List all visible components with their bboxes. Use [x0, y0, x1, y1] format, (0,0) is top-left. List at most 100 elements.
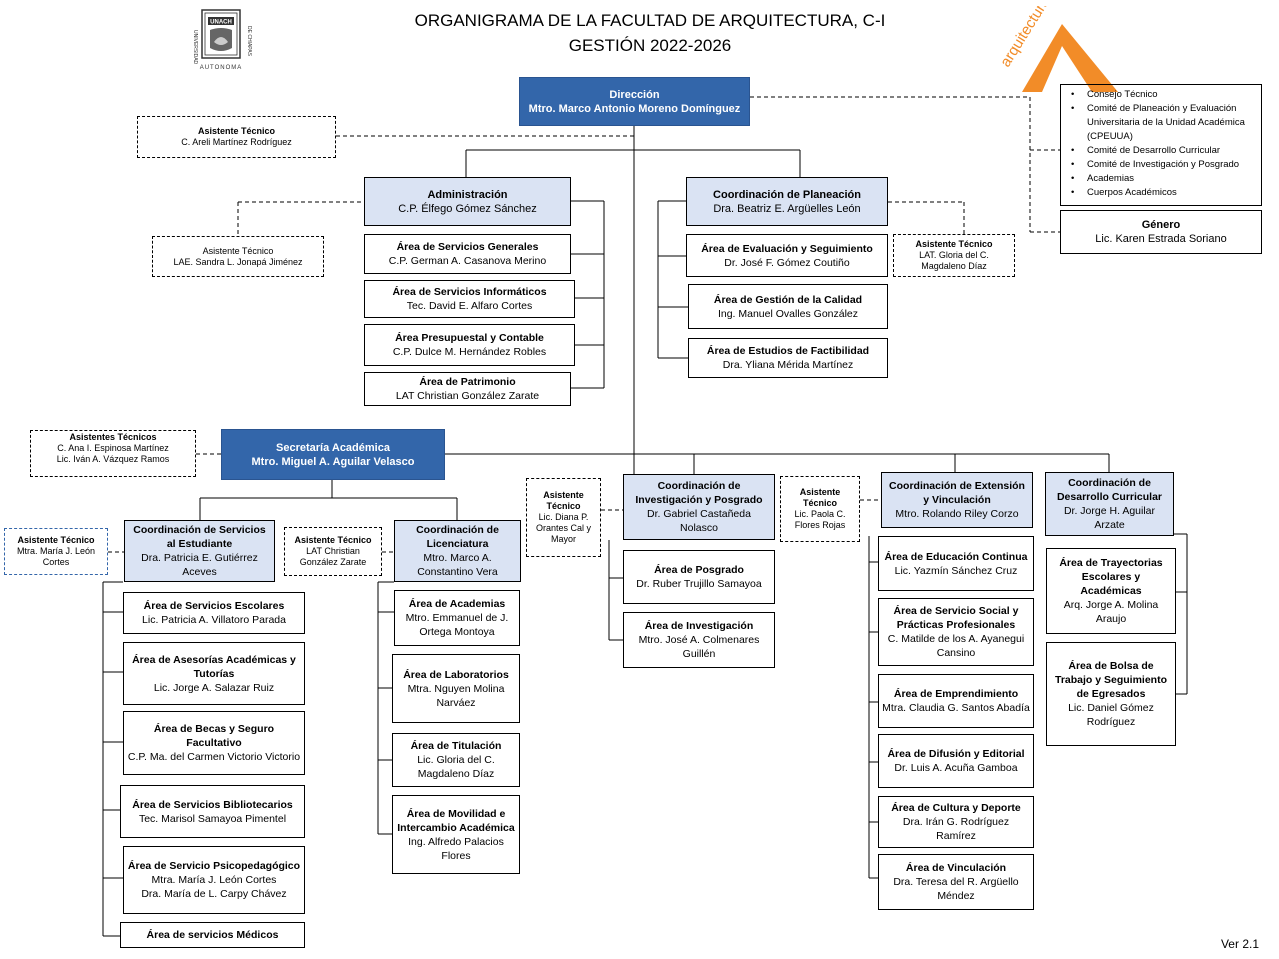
- area-name: Dra. Yliana Mérida Martínez: [722, 359, 854, 371]
- planeacion-box: Coordinación de Planeación Dra. Beatriz …: [686, 177, 888, 226]
- area-title: Área de Estudios de Factibilidad: [706, 345, 870, 357]
- direccion-title: Dirección: [609, 88, 660, 101]
- area-title: Área de Asesorías Académicas y Tutorías: [132, 653, 296, 680]
- area-name: Mtro. Emmanuel de J. Ortega Montoya: [405, 612, 509, 638]
- area-title: Área de Trayectorias Escolares y Académi…: [1059, 557, 1163, 597]
- area-title: Área de Patrimonio: [419, 376, 516, 388]
- ext-area-servicio-social: Área de Servicio Social y Prácticas Prof…: [878, 598, 1034, 666]
- consejo-item: Comité de Planeación y Evaluación Univer…: [1071, 102, 1257, 144]
- asistente-direccion-box: Asistente Técnico C. Areli Martínez Rodr…: [137, 116, 336, 158]
- admin-area-servicios-informaticos: Área de Servicios Informáticos Tec. Davi…: [364, 280, 575, 318]
- area-name: Ing. Alfredo Palacios Flores: [408, 835, 504, 862]
- investigacion-box: Coordinación de Investigación y Posgrado…: [623, 474, 775, 540]
- asistente-direccion-name: C. Areli Martínez Rodríguez: [181, 137, 292, 147]
- asistente-plan-box: Asistente Técnico LAT. Gloria del C. Mag…: [893, 234, 1015, 277]
- administracion-title: Administración: [427, 188, 508, 201]
- asistente-direccion-title: Asistente Técnico: [197, 126, 276, 136]
- chart-title-line-1: ORGANIGRAMA DE LA FACULTAD DE ARQUITECTU…: [414, 11, 886, 30]
- area-name: Mtra. María J. León Cortes: [151, 874, 277, 886]
- asistente-admin-box: Asistente Técnico LAE. Sandra L. Jonapá …: [152, 236, 324, 277]
- ext-area-vinculacion: Área de Vinculación Dra. Teresa del R. A…: [878, 854, 1034, 910]
- plan-area-evaluacion: Área de Evaluación y Seguimiento Dr. Jos…: [686, 234, 888, 277]
- area-title: Área de Servicios Escolares: [143, 600, 285, 612]
- admin-area-servicios-generales: Área de Servicios Generales C.P. German …: [364, 234, 571, 274]
- consejo-list: Consejo Técnico Comité de Planeación y E…: [1060, 84, 1262, 206]
- lic-area-academias: Área de Academias Mtro. Emmanuel de J. O…: [394, 590, 520, 646]
- area-title: Área de Titulación: [410, 740, 502, 752]
- asistente-inv-box: Asistente Técnico Lic. Diana P. Orantes …: [526, 478, 601, 557]
- consejo-item: Comité de Desarrollo Curricular: [1071, 144, 1257, 158]
- genero-title: Género: [1141, 219, 1181, 231]
- area-name: Lic. Yazmín Sánchez Cruz: [894, 564, 1018, 577]
- area-name: Mtro. José A. Colmenares Guillén: [638, 634, 760, 660]
- licenciatura-name: Mtro. Marco A. Constantino Vera: [417, 552, 498, 578]
- licenciatura-title: Coordinación de Licenciatura: [416, 524, 499, 550]
- area-title: Área de servicios Médicos: [146, 929, 279, 941]
- administracion-box: Administración C.P. Élfego Gómez Sánchez: [364, 177, 571, 226]
- licenciatura-box: Coordinación de Licenciatura Mtro. Marco…: [394, 520, 521, 582]
- area-title: Área de Investigación: [644, 620, 754, 632]
- area-name: Arq. Jorge A. Molina Araujo: [1063, 599, 1159, 625]
- serv-area-becas: Área de Becas y Seguro Facultativo C.P. …: [123, 711, 305, 775]
- extension-name: Mtro. Rolando Riley Corzo: [895, 508, 1019, 520]
- unach-logo: UNACH UNIVERSIDAD DE CHIAPAS AUTONOMA: [192, 9, 252, 71]
- chart-title-line-2: GESTIÓN 2022-2026: [568, 36, 732, 55]
- direccion-name: Mtro. Marco Antonio Moreno Domínguez: [528, 102, 741, 115]
- cur-area-trayectorias: Área de Trayectorias Escolares y Académi…: [1046, 548, 1176, 634]
- area-name: Dra. Irán G. Rodríguez Ramírez: [902, 816, 1010, 842]
- area-name-2: Dra. María de L. Carpy Chávez: [141, 888, 287, 900]
- serv-area-escolares: Área de Servicios Escolares Lic. Patrici…: [123, 592, 305, 634]
- area-title: Área de Bolsa de Trabajo y Seguimiento d…: [1054, 660, 1168, 700]
- asistente-ext-name: Lic. Paola C. Flores Rojas: [794, 509, 846, 530]
- area-title: Área de Servicio Psicopedagógico: [127, 860, 301, 872]
- asistente-inv-name: Lic. Diana P. Orantes Cal y Mayor: [535, 512, 592, 544]
- asistente-serv-name: Mtra. María J. León Cortes: [16, 546, 96, 567]
- area-name: Tec. David E. Alfaro Cortes: [406, 300, 533, 312]
- ext-area-difusion: Área de Difusión y Editorial Dr. Luis A.…: [878, 734, 1034, 788]
- secretaria-title: Secretaría Académica: [276, 441, 390, 454]
- asistente-serv-box: Asistente Técnico Mtra. María J. León Co…: [4, 528, 108, 575]
- extension-title: Coordinación de Extensión y Vinculación: [889, 480, 1025, 506]
- investigacion-name: Dr. Gabriel Castañeda Nolasco: [647, 508, 751, 534]
- area-name: Tec. Marisol Samayoa Pimentel: [138, 812, 287, 825]
- asistente-lic-title: Asistente Técnico: [294, 535, 372, 545]
- administracion-name: C.P. Élfego Gómez Sánchez: [398, 202, 537, 215]
- serv-area-bibliotecarios: Área de Servicios Bibliotecarios Tec. Ma…: [120, 785, 305, 838]
- area-name: C.P. German A. Casanova Merino: [388, 255, 547, 267]
- lic-area-movilidad: Área de Movilidad e Intercambio Académic…: [392, 795, 520, 874]
- area-name: Dr. José F. Gómez Coutiño: [724, 256, 850, 269]
- lic-area-laboratorios: Área de Laboratorios Mtra. Nguyen Molina…: [392, 654, 520, 723]
- planeacion-name: Dra. Beatriz E. Argüelles León: [713, 202, 861, 215]
- asistente-ext-title: Asistente Técnico: [799, 487, 841, 508]
- area-name: Lic. Gloria del C. Magdaleno Díaz: [417, 754, 495, 780]
- plan-area-calidad: Área de Gestión de la Calidad Ing. Manue…: [688, 284, 888, 329]
- ext-area-educacion-continua: Área de Educación Continua Lic. Yazmín S…: [878, 536, 1034, 591]
- svg-text:DE CHIAPAS: DE CHIAPAS: [246, 26, 252, 57]
- curricular-box: Coordinación de Desarrollo Curricular Dr…: [1045, 472, 1174, 536]
- area-title: Área de Cultura y Deporte: [891, 802, 1021, 814]
- area-title: Área de Servicios Bibliotecarios: [132, 798, 293, 811]
- area-name: Lic. Daniel Gómez Rodríguez: [1068, 702, 1154, 728]
- investigacion-title: Coordinación de Investigación y Posgrado: [635, 480, 763, 506]
- secretaria-name: Mtro. Miguel A. Aguilar Velasco: [251, 455, 415, 468]
- asistentes-sec-title: Asistentes Técnicos: [69, 432, 157, 442]
- area-name: C.P. Dulce M. Hernández Robles: [392, 346, 547, 358]
- svg-text:UNIVERSIDAD: UNIVERSIDAD: [192, 30, 198, 65]
- area-name: Lic. Jorge A. Salazar Ruiz: [153, 681, 275, 694]
- servicios-estudiante-name: Dra. Patricia E. Gutiérrez Aceves: [141, 552, 258, 578]
- area-title: Área de Academias: [408, 598, 506, 610]
- area-title: Área de Difusión y Editorial: [887, 748, 1025, 760]
- area-title: Área de Becas y Seguro Facultativo: [153, 723, 275, 749]
- secretaria-box: Secretaría Académica Mtro. Miguel A. Agu…: [221, 429, 445, 480]
- asistente-admin-title: Asistente Técnico: [202, 245, 274, 256]
- area-title: Área de Laboratorios: [403, 668, 509, 681]
- asistentes-sec-name-2: Lic. Iván A. Vázquez Ramos: [56, 454, 170, 464]
- asistente-plan-title: Asistente Técnico: [915, 239, 993, 249]
- inv-area-investigacion: Área de Investigación Mtro. José A. Colm…: [623, 612, 775, 668]
- serv-area-psicopedagogico: Área de Servicio Psicopedagógico Mtra. M…: [123, 846, 305, 914]
- admin-area-presupuestal: Área Presupuestal y Contable C.P. Dulce …: [364, 324, 575, 366]
- version-label: Ver 2.1: [1220, 937, 1259, 951]
- asistente-lic-box: Asistente Técnico LAT Christian González…: [284, 527, 382, 576]
- area-title: Área de Servicio Social y Prácticas Prof…: [893, 605, 1019, 631]
